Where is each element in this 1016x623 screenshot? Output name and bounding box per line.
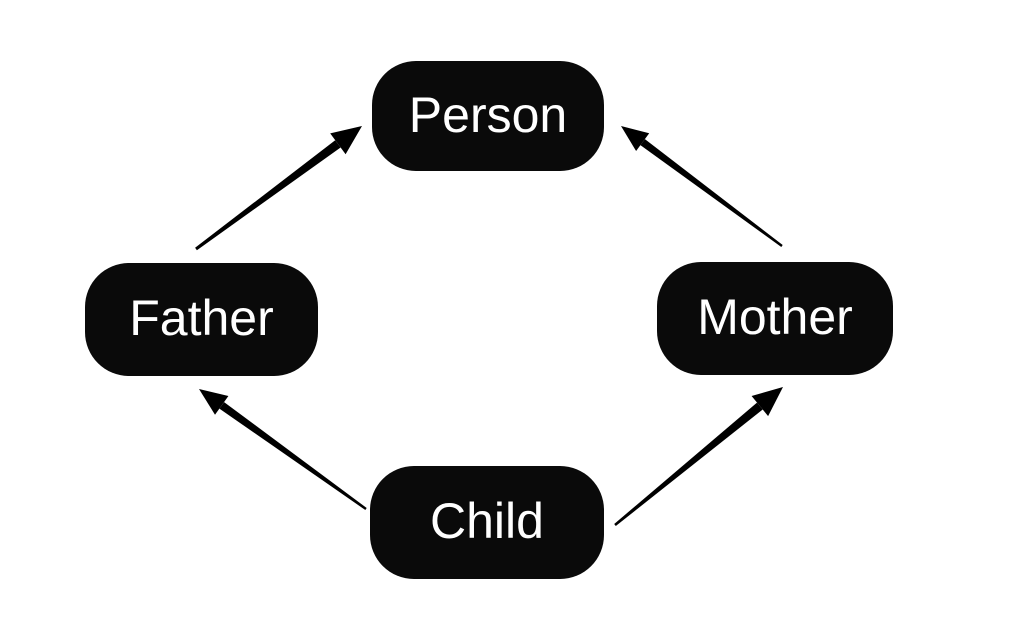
arrow-child-to-father: [199, 389, 367, 510]
node-person-label: Person: [408, 86, 568, 143]
arrow-father-to-person: [195, 126, 362, 251]
arrow-child-to-mother: [614, 387, 783, 526]
node-mother: Mother: [657, 262, 893, 375]
arrow-mother-to-person: [621, 126, 783, 247]
node-child: Child: [370, 466, 604, 579]
node-father-label: Father: [129, 290, 274, 346]
node-mother-label: Mother: [697, 289, 853, 345]
node-person: Person: [372, 61, 604, 171]
node-child-label: Child: [430, 493, 544, 549]
node-father: Father: [85, 263, 318, 376]
